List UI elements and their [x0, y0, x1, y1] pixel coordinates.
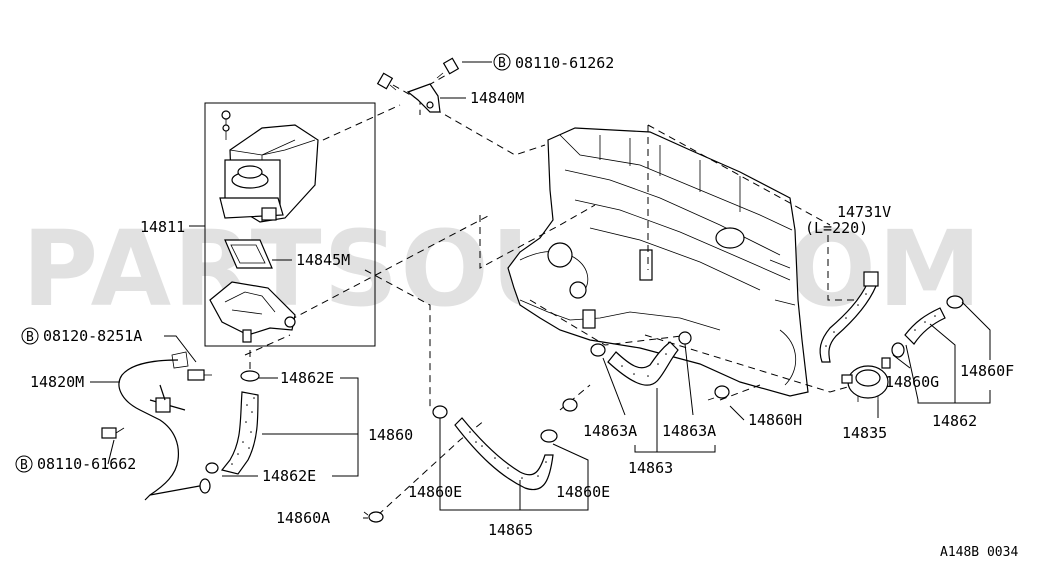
- label-hose-set-860: 14860: [368, 426, 413, 444]
- clamp-small-center: [562, 398, 578, 412]
- bolt-symbol-top: B: [493, 53, 511, 71]
- label-bolt-mid: 08120-8251A: [43, 327, 142, 345]
- clamp-14860a: [363, 511, 384, 523]
- label-clamp-860h: 14860H: [748, 411, 802, 429]
- watermark: PARTSOUQ.COM: [22, 208, 983, 330]
- canister-assembly: [219, 110, 319, 223]
- label-clamp-860a: 14860A: [276, 509, 330, 527]
- label-clamp-862e-bot: 14862E: [262, 467, 316, 485]
- label-pipe: 14820M: [30, 373, 84, 391]
- bracket-14840m: [406, 83, 441, 113]
- leader-lines: [90, 61, 991, 519]
- hose-14863: [590, 331, 692, 386]
- clamp-14860h: [707, 385, 730, 401]
- label-canister-assy: 14811: [140, 218, 185, 236]
- label-clamp-863a-right: 14863A: [662, 422, 716, 440]
- label-clamp-860e-left: 14860E: [408, 483, 462, 501]
- bolt-low: [101, 427, 125, 439]
- hose-14731v: [819, 271, 879, 363]
- label-hose-863: 14863: [628, 459, 673, 477]
- label-hose-length: (L=220): [805, 219, 868, 237]
- label-clamp-863a-left: 14863A: [583, 422, 637, 440]
- diagram-code: A148B 0034: [940, 545, 1018, 560]
- label-bolt-top: 08110-61262: [515, 54, 614, 72]
- svg-text:B: B: [26, 330, 34, 345]
- label-bracket: 14840M: [470, 89, 524, 107]
- label-clamp-862e-top: 14862E: [280, 369, 334, 387]
- label-hose-862: 14862: [932, 412, 977, 430]
- gasket: [224, 239, 273, 269]
- canister-group-box: [204, 102, 376, 347]
- bolt-symbol-low: B: [15, 455, 33, 473]
- label-hose-865: 14865: [488, 521, 533, 539]
- bolt-mid: [187, 369, 212, 381]
- engine-block: [507, 127, 809, 397]
- pipe-14820m: [118, 351, 211, 501]
- label-bolt-low: 08110-61662: [37, 455, 136, 473]
- label-clamp-860f: 14860F: [960, 362, 1014, 380]
- canister-base-bracket: [209, 281, 296, 343]
- svg-text:B: B: [20, 458, 28, 473]
- hose-14862: [891, 295, 964, 358]
- valve-14835: [841, 357, 891, 402]
- bolt-symbol-mid: B: [21, 327, 39, 345]
- bolt-top-left: [376, 72, 397, 91]
- label-hose-14731v: 14731V: [837, 203, 891, 221]
- hose-14860: [205, 370, 260, 475]
- label-clamp-860e-right: 14860E: [556, 483, 610, 501]
- svg-text:B: B: [498, 56, 506, 71]
- label-gasket: 14845M: [296, 251, 350, 269]
- bolt-top-right: [436, 57, 460, 79]
- label-valve: 14835: [842, 424, 887, 442]
- label-clamp-860g: 14860G: [885, 373, 939, 391]
- hose-14865: [432, 405, 558, 491]
